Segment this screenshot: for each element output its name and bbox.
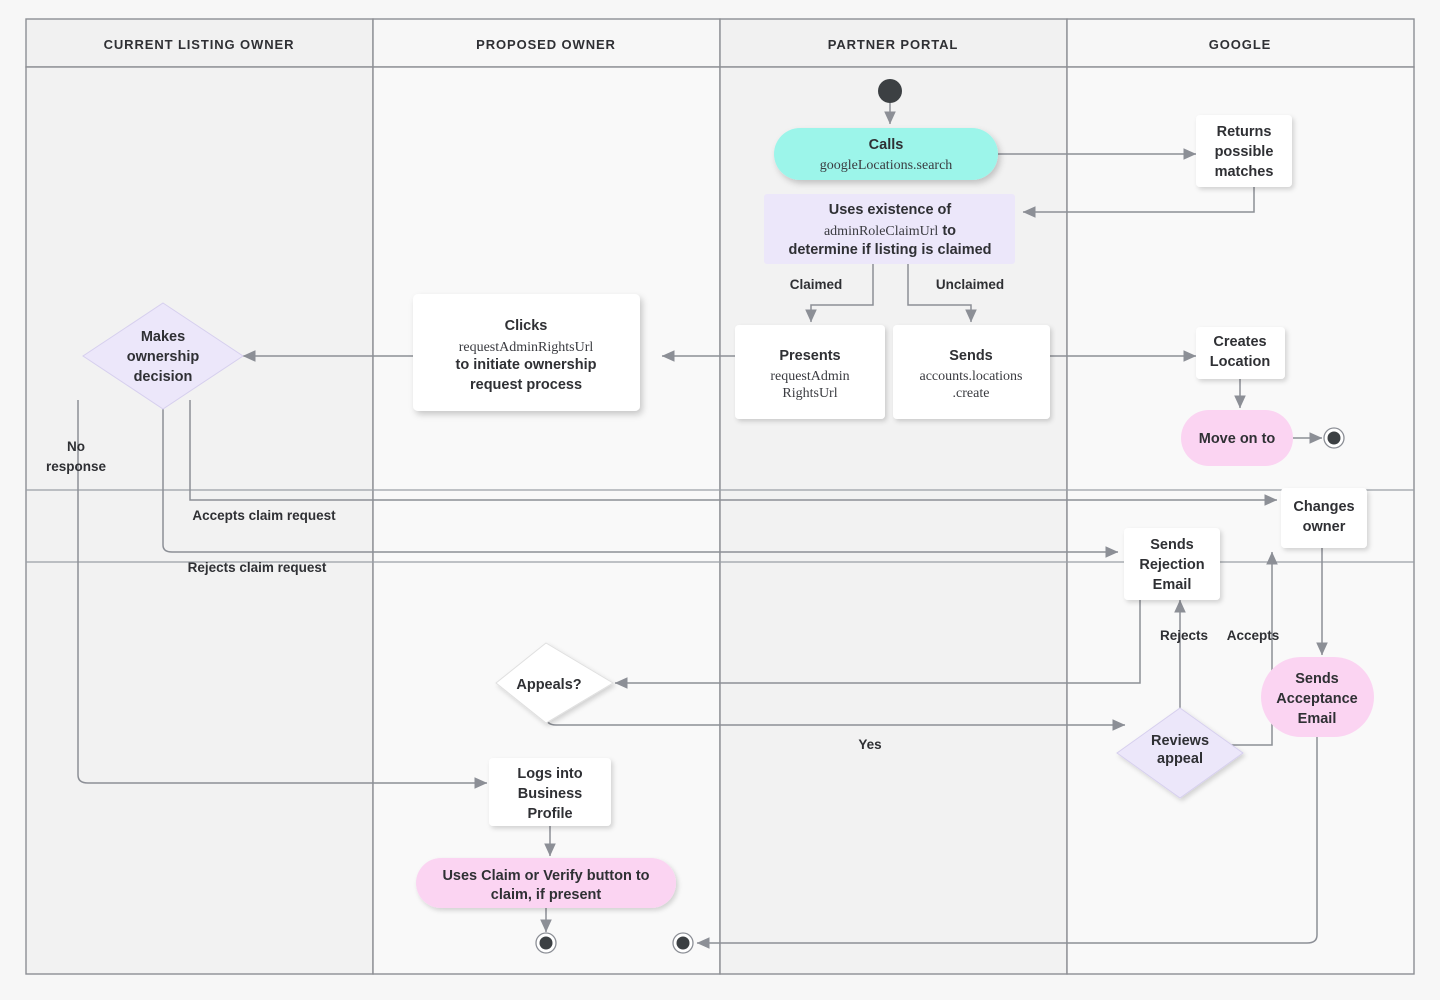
node-label: Appeals?: [516, 677, 581, 693]
edge-label-no-response-line1: No: [67, 439, 85, 454]
start-marker: [878, 79, 902, 103]
node-label-line2: Location: [1210, 354, 1270, 370]
node-uses-existence-of-admin-role-claim-url[interactable]: Uses existence of adminRoleClaimUrl to d…: [764, 194, 1015, 264]
end-marker-google: [1323, 427, 1345, 449]
lane-header-label: PROPOSED OWNER: [476, 37, 616, 52]
edge-label-rejects-claim-request: Rejects claim request: [188, 560, 327, 575]
node-label-line1: Sends: [1150, 537, 1194, 553]
node-label-line1: Sends: [949, 348, 993, 364]
node-label-line3: to initiate ownership: [456, 357, 597, 373]
lane-proposed-owner: PROPOSED OWNER: [372, 18, 721, 975]
node-reviews-appeal[interactable]: Reviews appeal: [1116, 707, 1244, 799]
edge-accepts-claim-to-changes-owner: [189, 400, 1278, 506]
node-creates-location[interactable]: Creates Location: [1196, 327, 1285, 379]
node-label-line3: RightsUrl: [782, 386, 837, 401]
node-label-line1: Logs into: [517, 766, 582, 782]
node-label-line1: Uses existence of: [829, 202, 952, 218]
edge-rejection-email-to-appeals: [614, 600, 1141, 689]
node-presents-request-admin-rights-url[interactable]: Presents requestAdmin RightsUrl: [735, 325, 885, 419]
lane-current-listing-owner: CURRENT LISTING OWNER: [25, 18, 374, 975]
node-label-line2: Business: [518, 786, 582, 802]
edge-rejects-claim-to-rejection-email: [162, 400, 1119, 558]
edge-label-unclaimed: Unclaimed: [936, 277, 1004, 292]
node-label-line2: Rejection: [1139, 557, 1204, 573]
node-label-line1: Creates: [1213, 334, 1266, 350]
node-returns-possible-matches[interactable]: Returns possible matches: [1196, 115, 1292, 187]
node-sends-accounts-locations-create[interactable]: Sends accounts.locations .create: [893, 325, 1050, 419]
node-appeals[interactable]: Appeals?: [495, 642, 614, 724]
node-label-line1: Sends: [1295, 671, 1339, 687]
node-label-line2: googleLocations.search: [820, 158, 953, 173]
edge-label-no-response-line2: response: [46, 459, 107, 474]
lane-header-label: PARTNER PORTAL: [828, 37, 959, 52]
node-label-line1: Changes: [1293, 499, 1354, 515]
node-logs-into-business-profile[interactable]: Logs into Business Profile: [489, 758, 611, 826]
node-label-line2: owner: [1303, 519, 1346, 535]
edge-returns-to-uses: [1022, 187, 1255, 218]
edge-reviews-accepts-to-changes-owner: [1222, 551, 1278, 746]
node-changes-owner[interactable]: Changes owner: [1281, 488, 1367, 548]
edge-labels: Claimed Unclaimed No response Accepts cl…: [46, 277, 1279, 752]
node-label-line1: Makes: [141, 329, 185, 345]
end-marker-partner-portal: [672, 932, 694, 954]
node-label-line3: determine if listing is claimed: [788, 242, 991, 258]
node-label-line1: Calls: [869, 137, 904, 153]
lane-header-label: GOOGLE: [1209, 37, 1271, 52]
node-label-line4: request process: [470, 377, 582, 393]
edge-label-claimed: Claimed: [790, 277, 843, 292]
node-label-line3: Email: [1153, 577, 1192, 593]
node-label-line1: Uses Claim or Verify button to: [442, 868, 649, 884]
edge-no-response-to-logs-in: [77, 400, 488, 789]
connectors: [77, 103, 1328, 949]
node-label-line2: requestAdmin: [770, 369, 849, 384]
edge-uses-to-presents: [805, 264, 874, 323]
node-label-line3: Email: [1298, 711, 1337, 727]
node-label-line3: matches: [1215, 164, 1274, 180]
node-label-line2: possible: [1215, 144, 1274, 160]
edge-label-accepts-claim-request: Accepts claim request: [192, 508, 336, 523]
node-label-line2: requestAdminRightsUrl: [459, 340, 594, 355]
edge-label-accepts: Accepts: [1227, 628, 1280, 643]
node-label-line3: Profile: [527, 806, 572, 822]
node-makes-ownership-decision[interactable]: Makes ownership decision: [82, 302, 244, 410]
node-label-line3: .create: [953, 386, 990, 401]
node-label-line1: Returns: [1217, 124, 1272, 140]
node-sends-rejection-email[interactable]: Sends Rejection Email: [1124, 528, 1220, 600]
node-label-line3: decision: [134, 369, 193, 385]
node-label-line2: Acceptance: [1276, 691, 1357, 707]
edge-label-rejects: Rejects: [1160, 628, 1208, 643]
node-sends-acceptance-email[interactable]: Sends Acceptance Email: [1261, 657, 1374, 737]
node-uses-claim-or-verify-button[interactable]: Uses Claim or Verify button to claim, if…: [416, 858, 676, 908]
edge-label-yes: Yes: [858, 737, 881, 752]
end-marker-proposed-owner: [535, 932, 557, 954]
node-move-on-to[interactable]: Move on to: [1181, 410, 1293, 466]
node-label-line2: claim, if present: [491, 887, 602, 903]
node-clicks-request-admin-rights-url[interactable]: Clicks requestAdminRightsUrl to initiate…: [413, 294, 640, 411]
node-label-line2: ownership: [127, 349, 200, 365]
node-label-line2: accounts.locations: [919, 369, 1022, 384]
node-label-line1: Reviews: [1151, 733, 1209, 749]
lane-header-label: CURRENT LISTING OWNER: [104, 37, 295, 52]
node-label-line1: Presents: [779, 348, 840, 364]
node-label-line2: appeal: [1157, 751, 1203, 767]
node-calls-google-locations-search[interactable]: Calls googleLocations.search: [774, 128, 998, 180]
node-label: Move on to: [1199, 431, 1276, 447]
edge-acceptance-email-to-end: [696, 737, 1318, 949]
node-label-line2: adminRoleClaimUrl to: [824, 223, 956, 239]
node-label-line1: Clicks: [505, 318, 548, 334]
edge-uses-to-sends-create: [907, 264, 977, 323]
